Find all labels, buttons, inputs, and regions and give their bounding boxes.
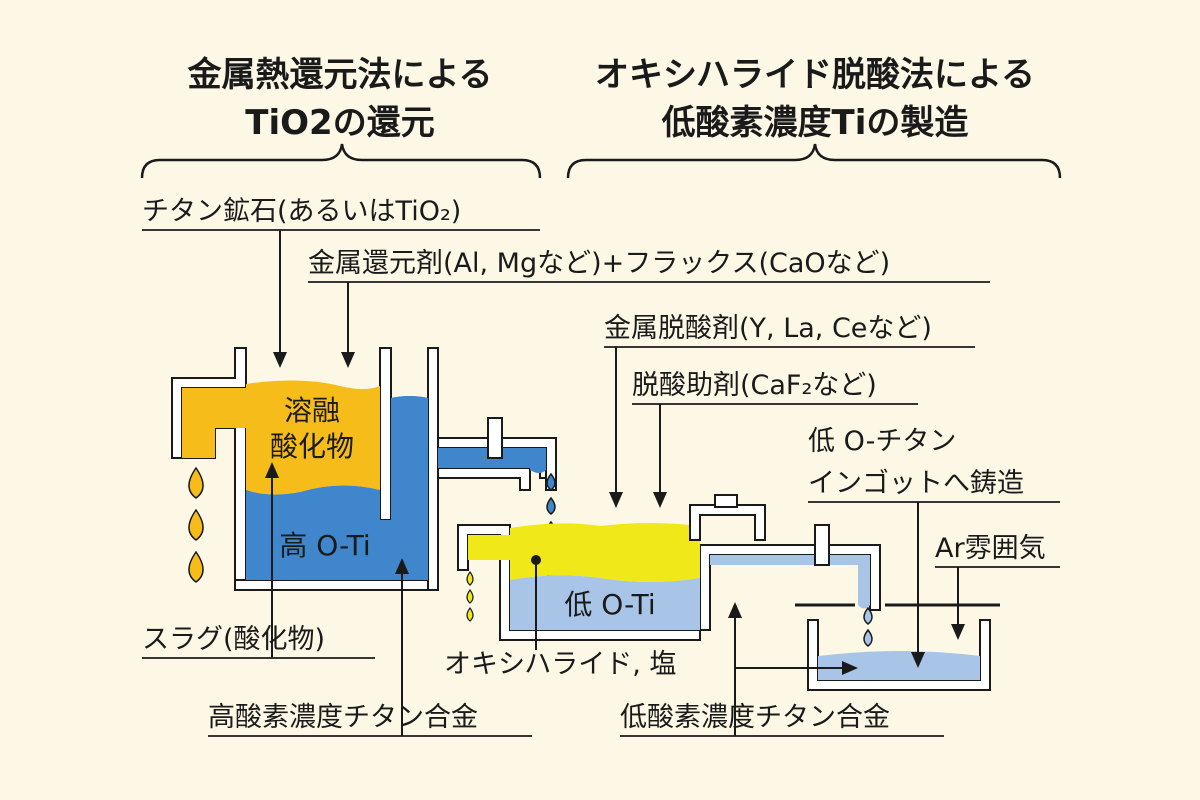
vessel-molten-oxide-line2: 酸化物: [270, 430, 354, 463]
left-channel-melt: [438, 448, 546, 473]
molten-oxide-layer: [182, 380, 380, 495]
middle-channel-stopper: [814, 524, 830, 566]
flux-layer: [468, 523, 700, 582]
label-high-o-alloy: 高酸素濃度チタン合金: [208, 702, 478, 733]
header-left-line2: TiO2の還元: [245, 103, 434, 143]
label-ar: Ar雰囲気: [935, 533, 1046, 564]
flux-drops: [466, 570, 474, 622]
vessel-molten-oxide-line1: 溶融: [284, 394, 340, 427]
left-tank-bottom: [234, 579, 439, 591]
mold-melt: [818, 651, 980, 680]
blue-drops-2: [863, 606, 873, 647]
header-right-line2: 低酸素濃度Tiの製造: [662, 103, 969, 143]
slag-drops: [188, 466, 204, 583]
mold-wall: [807, 619, 991, 691]
label-low-o-alloy: 低酸素濃度チタン合金: [620, 702, 890, 733]
header-left-line1: 金属熱還元法による: [187, 55, 493, 95]
label-ore: チタン鉱石(あるいはTiO₂): [142, 196, 461, 227]
high-o-melt: [246, 396, 428, 580]
label-oxyhalide: オキシハライド, 塩: [444, 649, 676, 680]
label-slag: スラグ(酸化物): [142, 624, 325, 655]
middle-channel-melt: [710, 555, 870, 609]
label-deox-agent: 金属脱酸剤(Y, La, Ceなど): [604, 313, 932, 344]
label-ingot-line2: インゴットへ鋳造: [808, 468, 1024, 499]
vessel-low-o-ti: 低 O-Ti: [564, 588, 655, 621]
low-o-melt: [510, 575, 700, 630]
high-o-side-melt: [391, 396, 428, 520]
right-brace: [566, 143, 1062, 179]
left-brace: [140, 143, 542, 179]
left-channel-lower: [437, 467, 531, 491]
middle-lid-cap: [714, 494, 738, 508]
left-tank-left-wall: [234, 417, 247, 591]
middle-lid: [689, 504, 766, 541]
header-right-line1: オキシハライド脱酸法による: [595, 55, 1035, 95]
label-reductant: 金属還元剤(Al, Mgなど)+フラックス(CaOなど): [308, 248, 890, 279]
label-ingot-line1: 低 O-チタン: [808, 426, 956, 457]
left-tank-right-wall: [427, 347, 439, 591]
label-deox-aid: 脱酸助剤(CaF₂など): [632, 370, 877, 401]
left-channel-stopper: [487, 417, 503, 459]
left-tank-divider: [379, 347, 392, 521]
vessel-high-o-ti: 高 O-Ti: [279, 529, 370, 562]
